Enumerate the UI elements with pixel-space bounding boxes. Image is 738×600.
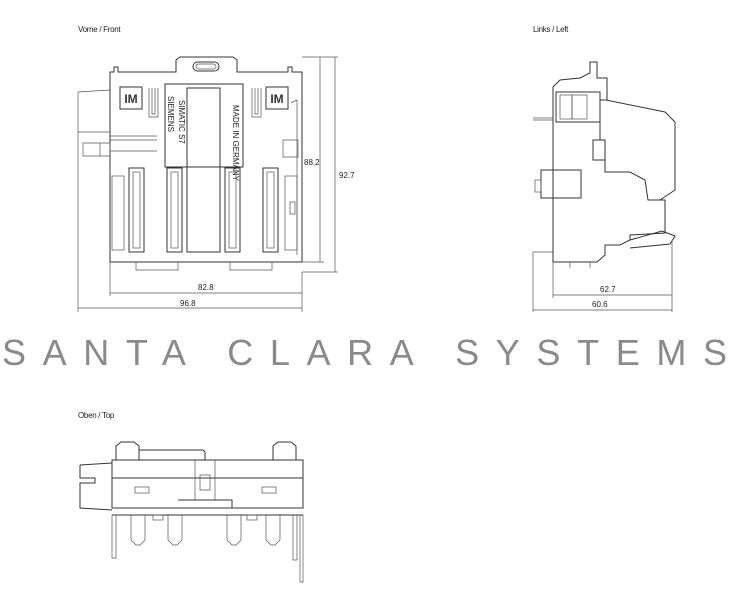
front-dim-88-2: 88.2 — [304, 158, 320, 167]
front-top-slot — [192, 61, 220, 72]
front-connector-strips — [128, 167, 279, 253]
front-dim-96-8: 96.8 — [180, 299, 196, 308]
front-im-left: IM — [124, 92, 137, 106]
front-brand: SIEMENS — [166, 96, 175, 132]
front-model: SIMATIC S7 — [177, 100, 186, 144]
left-dim-60-6: 60.6 — [592, 300, 608, 309]
front-im-box-right — [265, 86, 289, 110]
left-connector — [555, 91, 601, 123]
front-origin: MADE IN GERMANY — [231, 105, 240, 182]
front-center-module — [164, 83, 244, 168]
left-view-title: Links / Left — [533, 25, 569, 34]
top-view: Oben / Top — [78, 411, 304, 583]
left-dim-62-7: 62.7 — [600, 285, 616, 294]
front-body-outline — [109, 56, 303, 263]
front-im-box-left — [119, 86, 143, 110]
top-body-outline — [111, 459, 304, 509]
front-dim-92-7: 92.7 — [339, 171, 355, 180]
top-view-title: Oben / Top — [78, 411, 115, 420]
front-center-window — [186, 87, 221, 253]
top-pins — [111, 514, 304, 583]
front-dim-82-8: 82.8 — [198, 283, 214, 292]
front-view: Vorne / Front IM IM SIEMENS SIMATIC S7 M… — [77, 25, 355, 312]
left-view: Links / Left 62.7 60.6 — [532, 25, 676, 312]
front-view-title: Vorne / Front — [78, 25, 121, 34]
front-im-right: IM — [270, 92, 283, 106]
watermark-logo: SANTA CLARA SYSTEMS — [2, 332, 736, 373]
